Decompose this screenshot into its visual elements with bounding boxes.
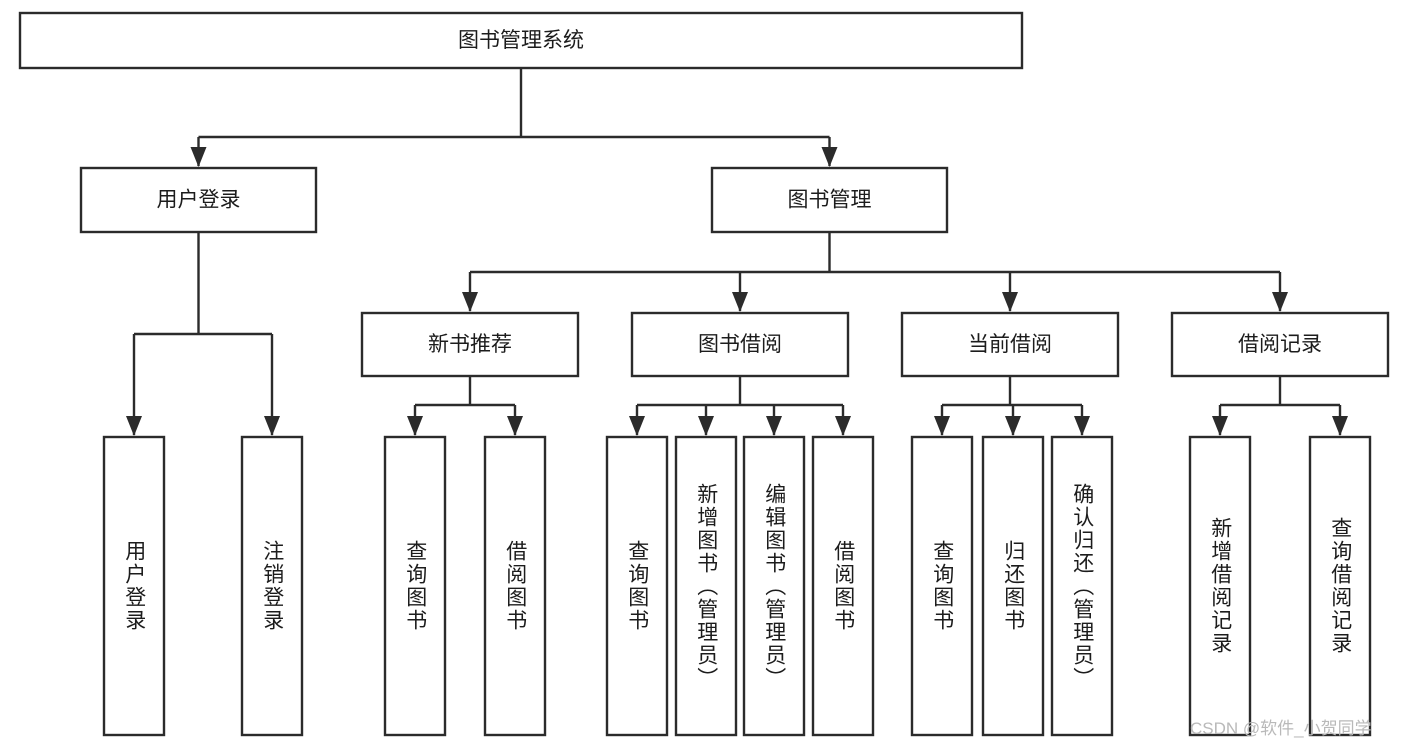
node-label-level2-0: 用户登录: [157, 189, 241, 212]
node-box-leaf-8: [910, 435, 974, 737]
arrow-parent-to-leaf-4-1: [1332, 416, 1348, 436]
node-box-root: [18, 11, 1024, 70]
arrow-parent-to-leaf-1-0: [407, 416, 423, 436]
arrow-parent-to-leaf-0-0: [126, 416, 142, 436]
node-label-level3-1: 图书借阅: [698, 333, 782, 356]
node-box-level3-2: [900, 311, 1120, 378]
arrow-root-to-level2-1: [821, 147, 838, 167]
arrow-parent-to-leaf-2-2: [766, 416, 782, 436]
node-label-level3-2: 当前借阅: [968, 333, 1052, 356]
node-box-leaf-10: [1050, 435, 1114, 737]
arrow-level2-to-level3-3: [1272, 292, 1288, 312]
node-box-level3-3: [1170, 311, 1390, 378]
node-box-leaf-1: [240, 435, 304, 737]
node-label-level3-0: 新书推荐: [428, 333, 512, 356]
arrow-level2-to-level3-0: [462, 292, 478, 312]
arrow-parent-to-leaf-1-1: [507, 416, 523, 436]
connectors-layer: [126, 68, 1348, 436]
node-box-leaf-4: [605, 435, 669, 737]
arrow-level2-to-level3-2: [1002, 292, 1018, 312]
node-box-leaf-9: [981, 435, 1045, 737]
arrow-parent-to-leaf-3-2: [1074, 416, 1090, 436]
node-box-leaf-6: [742, 435, 806, 737]
node-box-level2-1: [710, 166, 949, 234]
node-box-level2-0: [79, 166, 318, 234]
node-box-level3-0: [360, 311, 580, 378]
arrow-parent-to-leaf-3-1: [1005, 416, 1021, 436]
boxes-layer: [18, 11, 1390, 737]
arrow-root-to-level2-0: [190, 147, 207, 167]
arrow-level2-to-level3-1: [732, 292, 748, 312]
node-box-leaf-11: [1188, 435, 1252, 737]
node-box-level3-1: [630, 311, 850, 378]
arrow-parent-to-leaf-3-0: [934, 416, 950, 436]
node-box-leaf-0: [102, 435, 166, 737]
node-label-level3-3: 借阅记录: [1238, 333, 1322, 356]
node-box-leaf-3: [483, 435, 547, 737]
node-box-leaf-7: [811, 435, 875, 737]
node-box-leaf-2: [383, 435, 447, 737]
arrow-parent-to-leaf-0-1: [264, 416, 280, 436]
watermark-text: CSDN @软件_小贺同学: [1190, 719, 1372, 738]
node-box-leaf-5: [674, 435, 738, 737]
node-box-leaf-12: [1308, 435, 1372, 737]
arrow-parent-to-leaf-4-0: [1212, 416, 1228, 436]
arrow-parent-to-leaf-2-3: [835, 416, 851, 436]
arrow-parent-to-leaf-2-1: [698, 416, 714, 436]
arrow-parent-to-leaf-2-0: [629, 416, 645, 436]
node-label-level2-1: 图书管理: [788, 189, 872, 212]
node-label-root: 图书管理系统: [458, 29, 584, 52]
